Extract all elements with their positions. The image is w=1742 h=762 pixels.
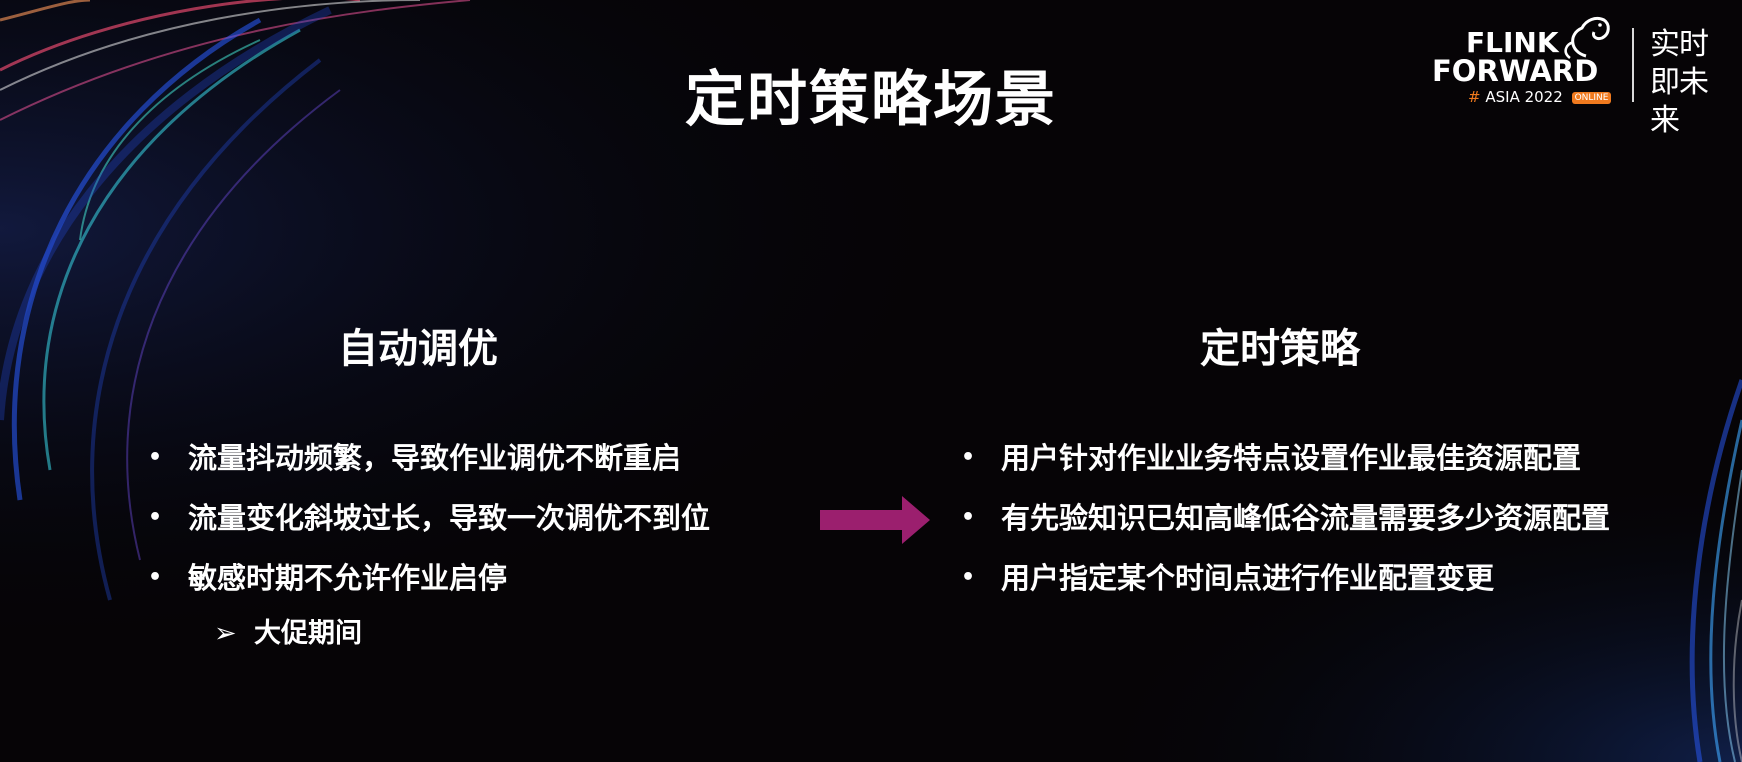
flink-forward-logo: FLINK FORWARD # ASIA 2022 ONLINE 实时即未来: [1428, 12, 1728, 138]
list-item: • 有先验知识已知高峰低谷流量需要多少资源配置: [961, 488, 1611, 548]
right-arrow-icon: [820, 496, 930, 544]
list-item: • 流量抖动频繁，导致作业调优不断重启: [148, 428, 710, 488]
list-item: • 流量变化斜坡过长，导致一次调优不到位: [148, 488, 711, 548]
logo-forward-text: FORWARD: [1432, 54, 1599, 88]
list-item: • 敏感时期不允许作业启停: [148, 548, 710, 608]
squirrel-icon: [1564, 16, 1610, 59]
bullet-icon: •: [148, 505, 163, 530]
bullet-icon: •: [148, 565, 163, 590]
logo-flink-text: FLINK: [1466, 26, 1559, 59]
left-bullet-list: • 流量抖动频繁，导致作业调优不断重启 • 流量变化斜坡过长，导致一次调优不到位…: [148, 428, 711, 608]
bullet-text: 敏感时期不允许作业启停: [188, 561, 508, 595]
logo-online-badge: ONLINE: [1571, 92, 1612, 104]
bullet-text: 流量变化斜坡过长，导致一次调优不到位: [188, 501, 711, 535]
bullet-text: 用户针对作业业务特点设置作业最佳资源配置: [1001, 441, 1582, 475]
logo-tagline: 实时即未来: [1650, 27, 1709, 138]
list-item: • 用户指定某个时间点进行作业配置变更: [961, 548, 1610, 608]
bullet-text: 有先验知识已知高峰低谷流量需要多少资源配置: [1001, 501, 1611, 535]
bullet-text: 流量抖动频繁，导致作业调优不断重启: [188, 441, 682, 475]
logo-hash: #: [1468, 88, 1481, 106]
left-column-heading: 自动调优: [338, 326, 498, 372]
bullet-icon: •: [961, 445, 976, 470]
bullet-icon: •: [961, 565, 976, 590]
right-column-heading: 定时策略: [1200, 326, 1360, 372]
right-bullet-list: • 用户针对作业业务特点设置作业最佳资源配置 • 有先验知识已知高峰低谷流量需要…: [961, 428, 1611, 608]
slide-title: 定时策略场景: [685, 65, 1057, 135]
bullet-text: 用户指定某个时间点进行作业配置变更: [1001, 561, 1495, 595]
sub-bullet-text: 大促期间: [254, 618, 362, 649]
bullet-icon: •: [148, 445, 163, 470]
sub-bullet-arrow-icon: ➢: [214, 618, 237, 649]
logo-divider: [1632, 28, 1634, 102]
logo-event-line: # ASIA 2022 ONLINE: [1468, 88, 1612, 106]
logo-event: ASIA 2022: [1485, 88, 1563, 106]
bullet-icon: •: [961, 505, 976, 530]
list-item: • 用户针对作业业务特点设置作业最佳资源配置: [961, 428, 1610, 488]
